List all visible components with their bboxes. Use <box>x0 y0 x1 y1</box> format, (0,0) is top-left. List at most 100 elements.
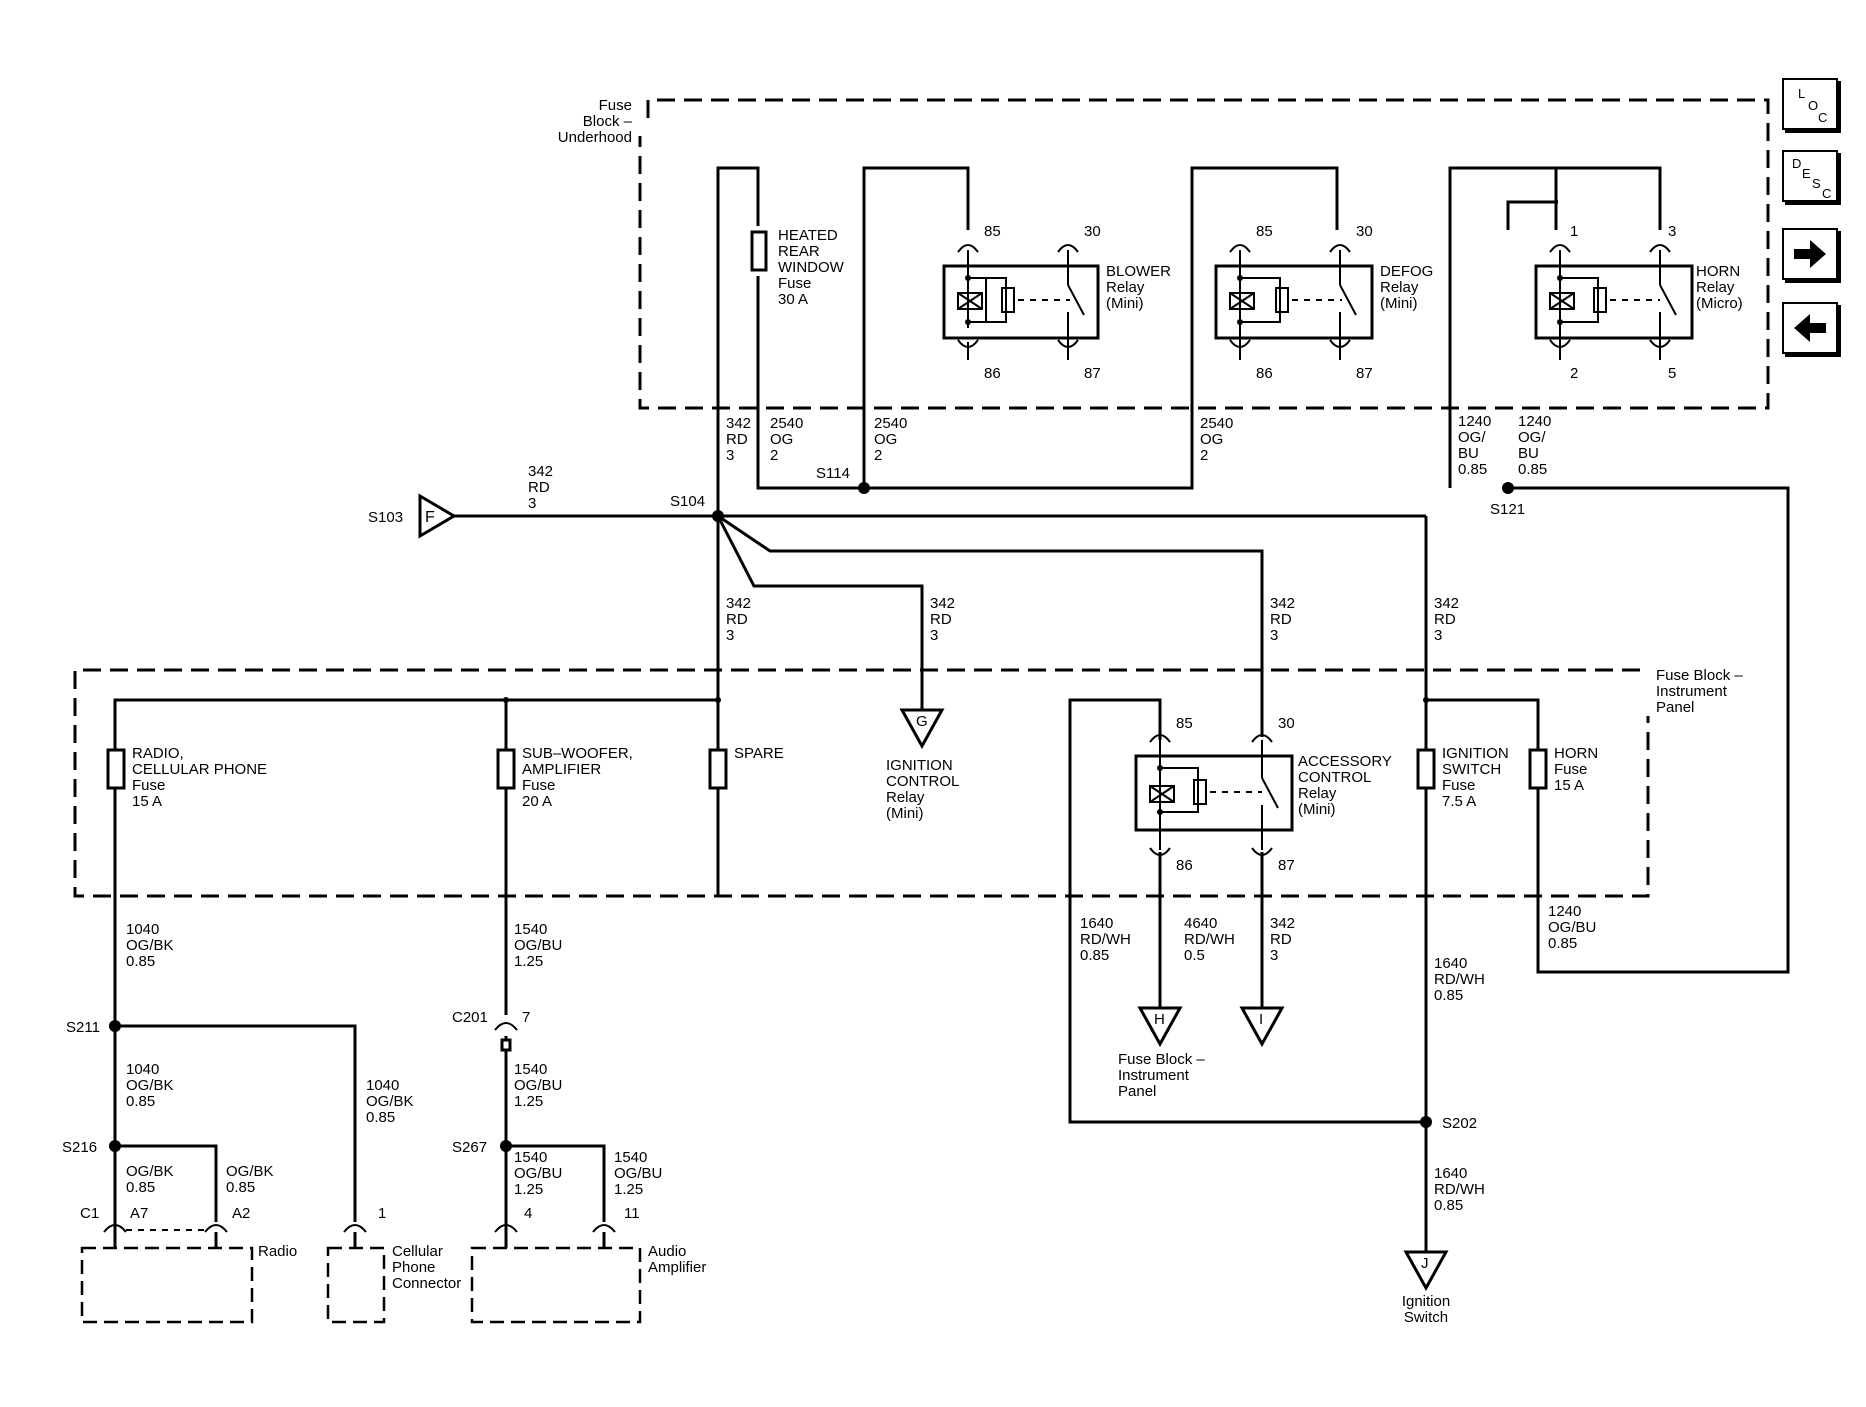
svg-text:3: 3 <box>1270 627 1278 644</box>
svg-text:87: 87 <box>1278 857 1295 874</box>
svg-text:Relay: Relay <box>1106 279 1145 296</box>
svg-text:G: G <box>916 713 928 730</box>
ref-flag-f: F <box>418 493 457 539</box>
svg-text:Relay: Relay <box>1298 785 1337 802</box>
instrument-panel-fuses <box>106 748 1548 790</box>
next-page-button[interactable] <box>1782 228 1838 280</box>
svg-text:Radio: Radio <box>258 1243 297 1260</box>
ignition-control-relay-label: IGNITION CONTROL Relay (Mini) <box>886 757 959 822</box>
svg-text:S104: S104 <box>670 493 705 510</box>
wire-label-1640-b: 1640 RD/WH 0.85 <box>1434 955 1485 1004</box>
wire-label-1540-a: 1540 OG/BU 1.25 <box>514 921 562 970</box>
svg-text:Fuse: Fuse <box>778 275 811 292</box>
svg-text:1540: 1540 <box>514 1061 547 1078</box>
svg-text:RD: RD <box>726 611 748 628</box>
svg-text:OG/BK: OG/BK <box>126 937 174 954</box>
svg-text:S211: S211 <box>66 1019 100 1036</box>
wire-label-342-e: 342 RD 3 <box>1270 595 1295 644</box>
wire-label-1040-b: 1040 OG/BK 0.85 <box>126 1061 174 1110</box>
svg-text:Connector: Connector <box>392 1275 461 1292</box>
svg-text:1640: 1640 <box>1080 915 1113 932</box>
svg-text:OG: OG <box>770 431 793 448</box>
svg-text:86: 86 <box>1176 857 1193 874</box>
svg-text:OG: OG <box>1200 431 1223 448</box>
heated-rear-window-fuse <box>750 230 768 272</box>
svg-text:3: 3 <box>528 495 536 512</box>
svg-text:RD/WH: RD/WH <box>1184 931 1235 948</box>
svg-text:OG/BU: OG/BU <box>514 1165 562 1182</box>
svg-text:87: 87 <box>1356 365 1373 382</box>
svg-text:85: 85 <box>1176 715 1193 732</box>
radio-component <box>80 1246 254 1324</box>
svg-text:RD: RD <box>1270 931 1292 948</box>
svg-text:(Micro): (Micro) <box>1696 295 1743 312</box>
svg-text:SWITCH: SWITCH <box>1442 761 1501 778</box>
heated-rear-window-fuse-label: HEATED REAR WINDOW Fuse 30 A <box>778 227 845 308</box>
svg-text:3: 3 <box>726 627 734 644</box>
svg-text:1540: 1540 <box>514 1149 547 1166</box>
svg-text:87: 87 <box>1084 365 1101 382</box>
accessory-relay-pins: 85 30 86 87 <box>1176 715 1295 874</box>
svg-text:F: F <box>425 509 435 526</box>
svg-text:(Mini): (Mini) <box>1380 295 1418 312</box>
svg-text:86: 86 <box>1256 365 1273 382</box>
svg-text:0.85: 0.85 <box>126 1179 155 1196</box>
svg-text:342: 342 <box>1434 595 1459 612</box>
svg-text:RD: RD <box>1434 611 1456 628</box>
radio-fuse-label: RADIO, CELLULAR PHONE Fuse 15 A <box>132 745 267 810</box>
svg-text:1: 1 <box>378 1205 386 1222</box>
svg-text:Instrument: Instrument <box>1118 1067 1190 1084</box>
desc-letter-c: C <box>1822 186 1832 201</box>
svg-text:2: 2 <box>1200 447 1208 464</box>
subwoofer-fuse-label: SUB–WOOFER, AMPLIFIER Fuse 20 A <box>522 745 633 810</box>
svg-text:(Mini): (Mini) <box>1106 295 1144 312</box>
svg-text:342: 342 <box>726 595 751 612</box>
previous-page-button[interactable] <box>1782 302 1838 354</box>
svg-text:4640: 4640 <box>1184 915 1217 932</box>
desc-letter-s: S <box>1812 176 1821 191</box>
svg-text:20 A: 20 A <box>522 793 552 810</box>
defog-relay-label: DEFOG Relay (Mini) <box>1380 263 1433 312</box>
fuse-block-instrument-panel-enclosure <box>73 668 1650 898</box>
svg-text:30 A: 30 A <box>778 291 808 308</box>
svg-text:2: 2 <box>874 447 882 464</box>
ref-flag-g: G <box>899 708 945 750</box>
svg-text:0.85: 0.85 <box>366 1109 395 1126</box>
relay-terminals-underhood <box>957 244 1671 360</box>
svg-text:1.25: 1.25 <box>614 1181 643 1198</box>
underhood-wiring <box>716 166 1790 974</box>
svg-text:BU: BU <box>1458 445 1479 462</box>
wire-label-1240-b: 1240 OG/ BU 0.85 <box>1518 413 1551 478</box>
wire-label-ogbk-b: OG/BK 0.85 <box>226 1163 274 1196</box>
ignition-switch-label: Ignition Switch <box>1402 1293 1450 1326</box>
svg-text:ACCESSORY: ACCESSORY <box>1298 753 1392 770</box>
svg-text:30: 30 <box>1356 223 1373 240</box>
svg-text:Underhood: Underhood <box>558 129 632 146</box>
accessory-relay-label: ACCESSORY CONTROL Relay (Mini) <box>1298 753 1392 818</box>
svg-text:1.25: 1.25 <box>514 1181 543 1198</box>
svg-text:BU: BU <box>1518 445 1539 462</box>
wire-label-1640-c: 1640 RD/WH 0.85 <box>1434 1165 1485 1214</box>
svg-text:OG/BU: OG/BU <box>514 1077 562 1094</box>
svg-text:0.85: 0.85 <box>1518 461 1547 478</box>
svg-text:Audio: Audio <box>648 1243 686 1260</box>
svg-text:RD: RD <box>1270 611 1292 628</box>
defog-relay-pins: 85 30 86 87 <box>1256 223 1373 382</box>
svg-text:2540: 2540 <box>770 415 803 432</box>
svg-text:Relay: Relay <box>886 789 925 806</box>
svg-text:1640: 1640 <box>1434 955 1467 972</box>
svg-text:2: 2 <box>1570 365 1578 382</box>
accessory-control-relay <box>1134 734 1294 856</box>
location-button[interactable]: L O C <box>1782 78 1838 130</box>
svg-text:7: 7 <box>522 1009 530 1026</box>
audio-amplifier-component <box>470 1246 642 1324</box>
svg-text:Fuse Block –: Fuse Block – <box>1656 667 1743 684</box>
description-button[interactable]: D E S C <box>1782 150 1838 202</box>
svg-text:15 A: 15 A <box>1554 777 1584 794</box>
svg-text:S216: S216 <box>62 1139 97 1156</box>
svg-text:WINDOW: WINDOW <box>778 259 845 276</box>
svg-text:Instrument: Instrument <box>1656 683 1728 700</box>
svg-text:342: 342 <box>528 463 553 480</box>
defog-relay <box>1214 250 1374 342</box>
svg-text:Block –: Block – <box>583 113 633 130</box>
